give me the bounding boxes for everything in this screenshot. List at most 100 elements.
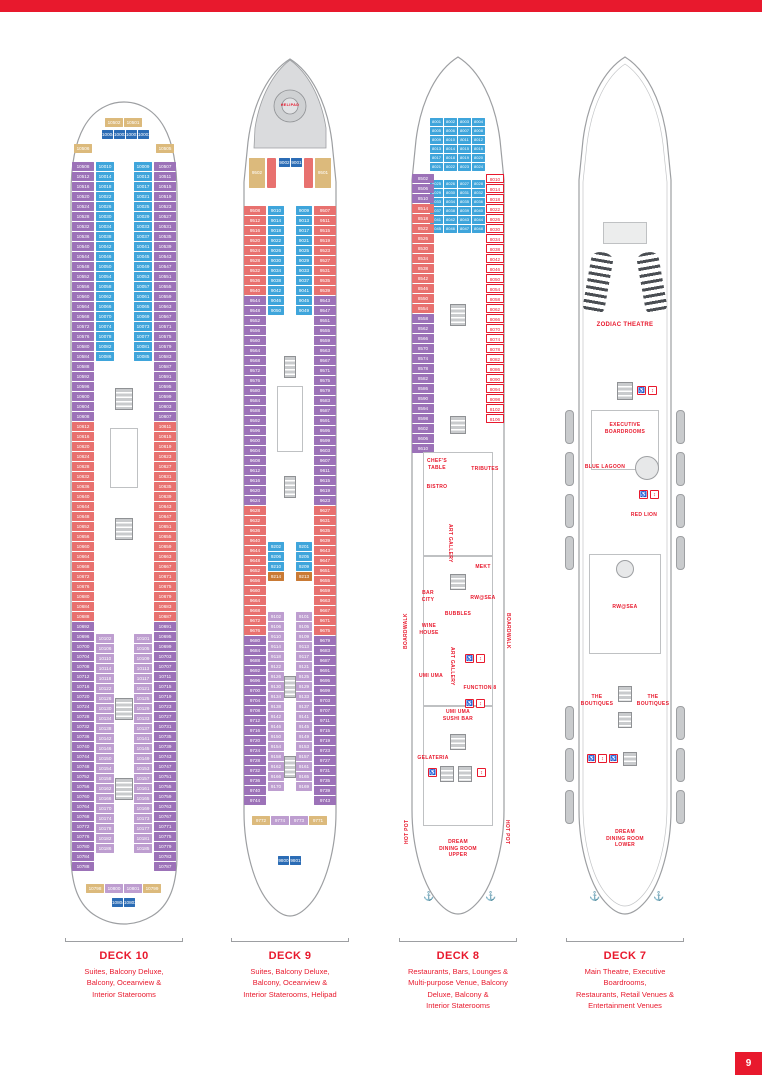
cabin-cell: 9652 (244, 566, 266, 575)
cabin-cell: 10512 (72, 172, 94, 181)
bow-suite-right: 10505 (156, 144, 174, 153)
cabin-cell: 9572 (244, 366, 266, 375)
cabin-cell: 8010 (486, 174, 504, 183)
wheelchair-icon: ♿ (428, 768, 437, 777)
cabin-cell: 9604 (244, 446, 266, 455)
cabin-cell: 9635 (314, 526, 336, 535)
cabin-cell: 10501 (124, 118, 142, 127)
lift-icon: ↕ (598, 754, 607, 763)
venue-room (589, 554, 661, 654)
cabin-cell: 9551 (314, 316, 336, 325)
cabin-cell: 9528 (244, 256, 266, 265)
cabin-cell: 9688 (244, 656, 266, 665)
cabin-cell: 10539 (154, 242, 176, 251)
cabin-cell: 10711 (154, 672, 176, 681)
cabin-cell: 9615 (314, 476, 336, 485)
theatre-stage (603, 222, 647, 244)
lifeboat-icon (565, 706, 574, 740)
cabin-cell: 10635 (154, 482, 176, 491)
cabin-cell: 10798 (86, 884, 104, 893)
cabin-cell: 10684 (72, 602, 94, 611)
cabin-cell: 10627 (154, 462, 176, 471)
cabin-cell: 10772 (72, 822, 94, 831)
cabin-cell: 8598 (412, 414, 434, 423)
cabin-cell: 10018 (96, 182, 114, 191)
cabin-cell: 10041 (134, 242, 152, 251)
cabin-cell: 9146 (268, 722, 284, 731)
cabin-cell: 10804 (112, 898, 123, 907)
cabin-cell: 10620 (72, 442, 94, 451)
cabin-cell: 10110 (96, 654, 114, 663)
cabin-cell: 10178 (96, 824, 114, 833)
cabin-cell: 9773 (290, 816, 308, 825)
cabin-cell: 9632 (244, 516, 266, 525)
cabin-cell: 10146 (96, 744, 114, 753)
cabin-cell: 8506 (412, 184, 434, 193)
cabin-cell: 8522 (412, 224, 434, 233)
cabin-cell: 9727 (314, 756, 336, 765)
cabin-cell: 10708 (72, 662, 94, 671)
cabin-cell: 10066 (96, 302, 114, 311)
cabin-cell: 8014 (486, 184, 504, 193)
cabin-cell: 8054 (486, 284, 504, 293)
cabin-cell: 10747 (154, 762, 176, 771)
cabin-cell: 10623 (154, 452, 176, 461)
cabin-cell: 10648 (72, 512, 94, 521)
cabin-cell: 10600 (72, 392, 94, 401)
venue-art-gallery-1: ART GALLERY (447, 523, 453, 563)
anchor-icon: ⚓ (485, 891, 497, 901)
cabin-cell: 8042 (486, 254, 504, 263)
cabin-cell: 10133 (134, 714, 152, 723)
cabin-cell: 9046 (268, 296, 284, 305)
cabin-cell: 8004 (472, 118, 485, 126)
cabin-cell: 10535 (154, 232, 176, 241)
cabin-cell: 9141 (296, 712, 312, 721)
deck-title: DECK 7 (603, 950, 647, 962)
cabin-cell: 8029 (430, 189, 443, 197)
cabin-cell: 9692 (244, 666, 266, 675)
cabin-cell: 10548 (72, 262, 94, 271)
deck-7-caption: DECK 7 Main Theatre, Executive Boardroom… (550, 938, 700, 1011)
cabin-cell: 9639 (314, 536, 336, 545)
cabin-cell: 9170 (268, 782, 284, 791)
cabin-cell: 9631 (314, 516, 336, 525)
cabin-cell: 10728 (72, 712, 94, 721)
top-red-bar (0, 0, 762, 12)
cabin-cell: 9041 (296, 286, 312, 295)
cabin-cell: 10002 (114, 130, 125, 139)
cabin-cell: 8011 (458, 136, 471, 144)
lifeboat-icon (676, 706, 685, 740)
lift-icon: ↕ (477, 768, 486, 777)
cabin-cell: 10723 (154, 702, 176, 711)
cabin-cell: 9142 (268, 712, 284, 721)
cabin-cell: 8036 (472, 198, 485, 206)
cabin-cell: 8045 (430, 225, 443, 233)
cabin-cell: 9608 (244, 456, 266, 465)
cabin-cell: 9774 (271, 816, 289, 825)
cabin-cell: 10592 (72, 372, 94, 381)
bow-suite-right: 9501 (315, 158, 331, 188)
elevator-block (440, 766, 454, 782)
cabin-cell: 9126 (268, 672, 284, 681)
cabin-cell: 9623 (314, 496, 336, 505)
cabin-cell: 8005 (430, 127, 443, 135)
cabin-cell: 9576 (244, 376, 266, 385)
cabin-cell: 9113 (296, 642, 312, 651)
cabin-cell: 10166 (96, 794, 114, 803)
cabin-cell: 10556 (72, 282, 94, 291)
cabin-cell: 10779 (154, 842, 176, 851)
cabin-cell: 9165 (296, 772, 312, 781)
lifeboat-icon (676, 410, 685, 444)
cabin-cell: 10567 (154, 312, 176, 321)
cabin-cell: 10564 (72, 302, 94, 311)
cabin-cell: 10572 (72, 322, 94, 331)
cabin-cell: 10604 (72, 402, 94, 411)
cabin-cell: 8034 (444, 198, 457, 206)
